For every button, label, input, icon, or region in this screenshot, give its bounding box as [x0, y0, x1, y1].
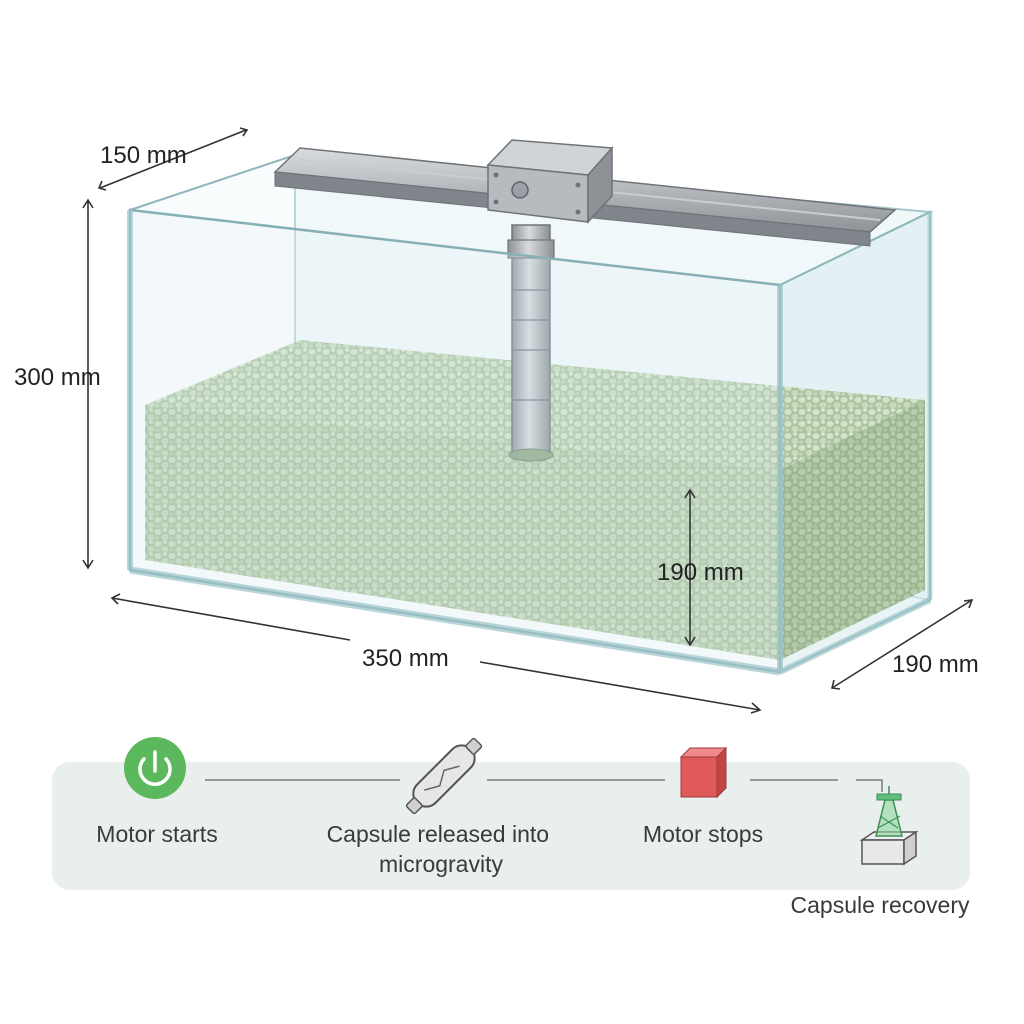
glass-tank [127, 153, 934, 676]
dimension-lines [82, 127, 974, 714]
step-label-motor-starts: Motor starts [96, 821, 217, 847]
recovery-container-icon [859, 786, 919, 866]
granule-side-face [780, 400, 925, 660]
width-dimension-label: 190 mm [892, 651, 979, 678]
fill-height-dimension-label: 190 mm [657, 559, 744, 586]
plunger-rod [507, 224, 555, 462]
step-label-capsule-released: Capsule released into microgravity [327, 821, 556, 877]
stop-block-icon [679, 746, 728, 799]
capsule-icon [405, 737, 483, 815]
process-panel [52, 762, 970, 890]
tank-front-panel [128, 208, 782, 674]
motor-carriage [486, 139, 614, 224]
length-dimension-label: 350 mm [362, 645, 449, 672]
height-dimension-label: 300 mm [14, 364, 101, 391]
process-connectors [205, 779, 883, 792]
step-label-capsule-recovery: Capsule recovery [791, 892, 970, 918]
depth-dimension-label: 150 mm [100, 142, 187, 169]
power-icon [124, 737, 186, 799]
step-label-motor-stops: Motor stops [643, 821, 763, 847]
granule-front-face [145, 405, 780, 660]
